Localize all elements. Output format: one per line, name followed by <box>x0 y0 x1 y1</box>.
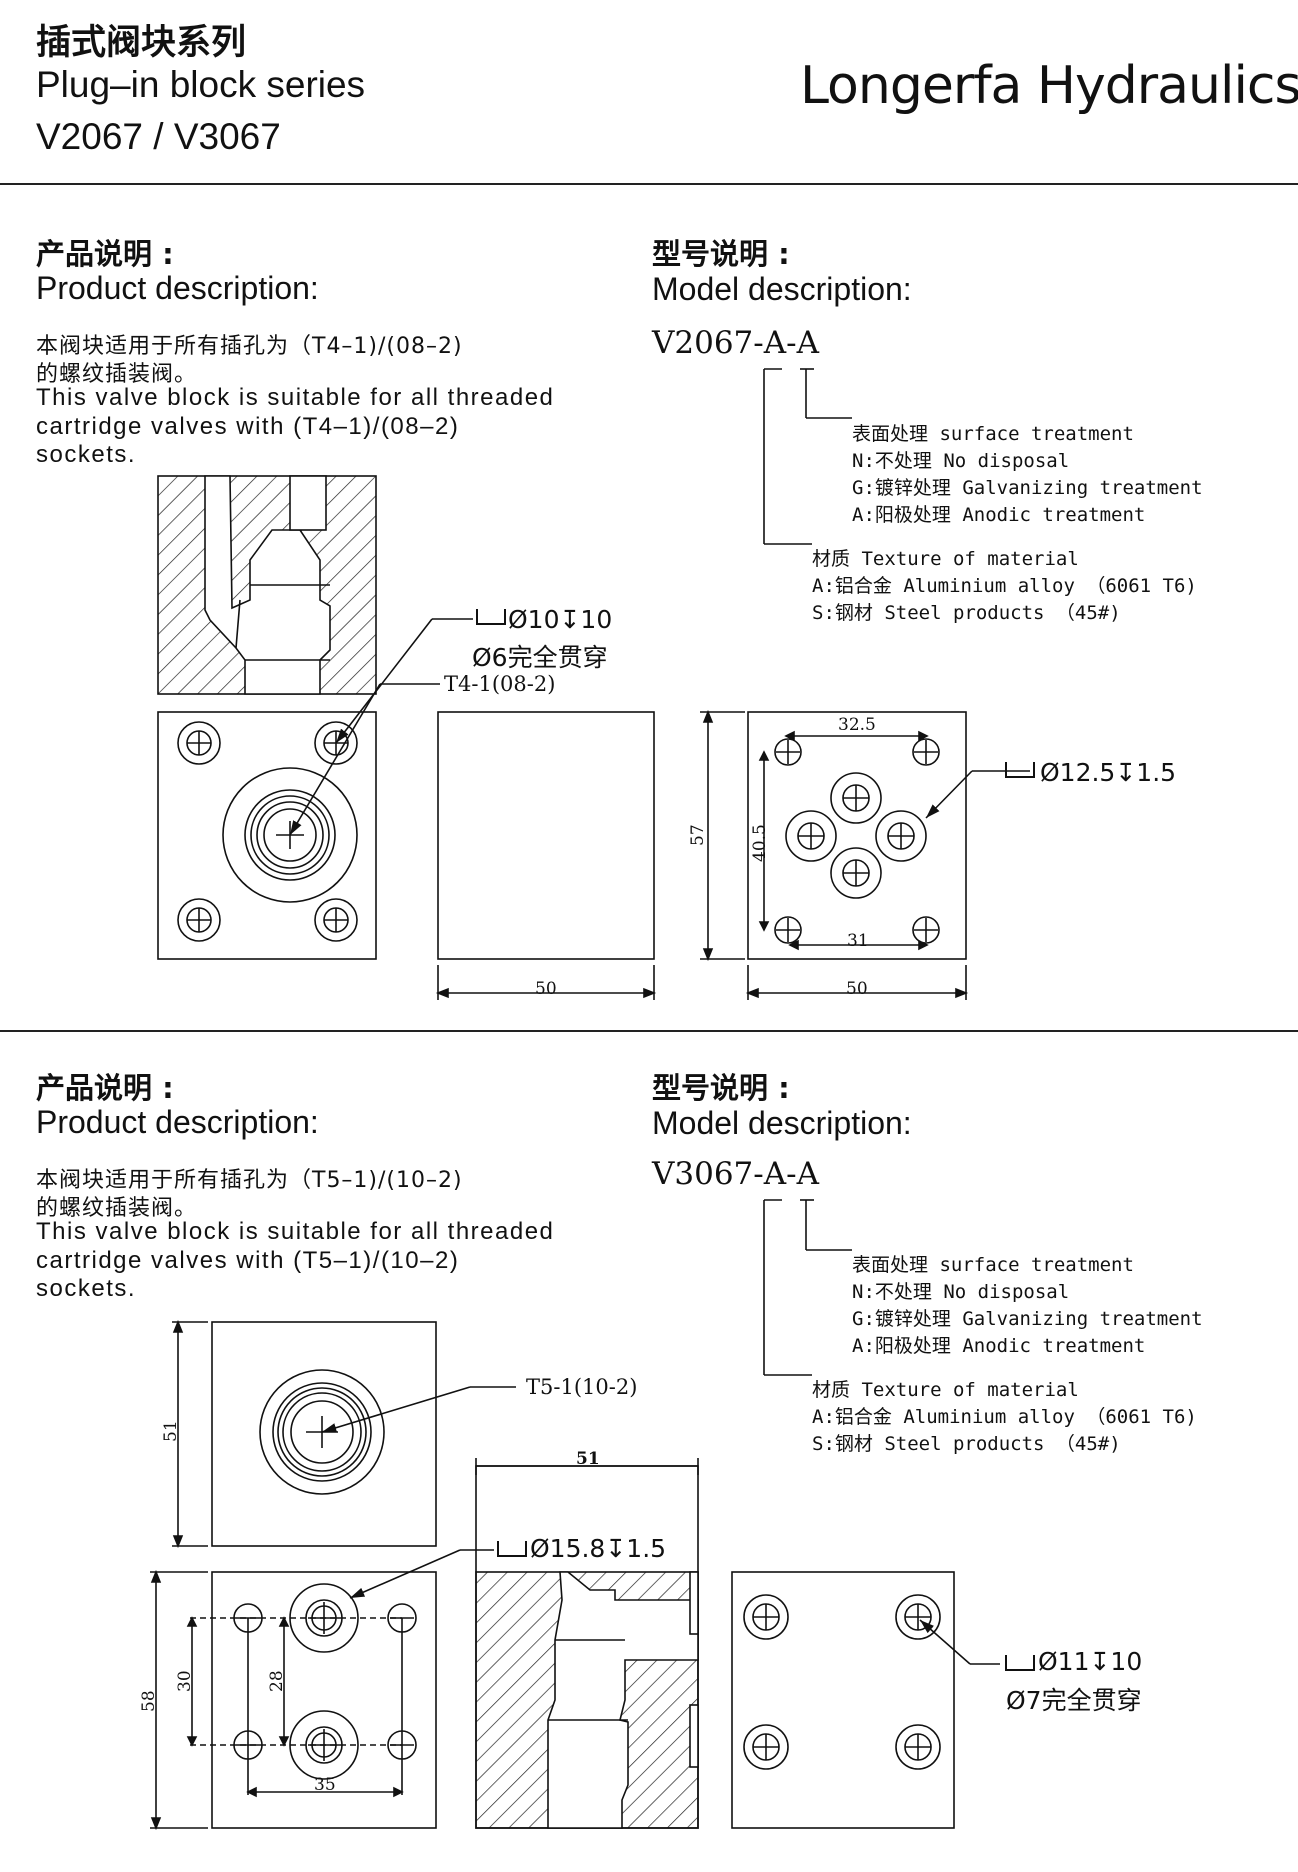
s1-model-heading-en: Model description: <box>652 271 912 307</box>
s2-callout-counterbore: Ø15.8↧1.5 <box>530 1534 667 1563</box>
s2-desc-en-2: cartridge valves with (T5–1)/(10–2) <box>36 1247 460 1274</box>
s1-section-view <box>157 475 377 695</box>
s1-material-title: 材质 Texture of material <box>812 548 1079 570</box>
s2-dim-section-width: 51 <box>576 1449 600 1469</box>
s2-callout-port: T5-1(10-2) <box>526 1375 638 1399</box>
s2-section-view <box>475 1458 699 1829</box>
s2-back-view <box>731 1571 1035 1829</box>
s1-callout-hole: Ø10↧10 <box>508 605 613 634</box>
s1-front-view <box>157 609 506 960</box>
s1-side-view <box>435 711 657 1000</box>
s1-dim-v-spacing: 40.5 <box>750 824 770 862</box>
s2-desc-cn-1: 本阀块适用于所有插孔为（T5–1)/(10–2) <box>36 1168 463 1193</box>
s2-dim-height: 58 <box>139 1690 159 1712</box>
header-title-cn: 插式阀块系列 <box>36 23 247 63</box>
s2-desc-en-3: sockets. <box>36 1275 137 1302</box>
s1-dim-width-back: 50 <box>846 979 868 999</box>
s2-desc-cn-2: 的螺纹插装阀。 <box>36 1196 198 1221</box>
s2-callout-hole: Ø11↧10 <box>1038 1647 1143 1676</box>
s1-material-s: S:钢材 Steel products （45#) <box>812 602 1121 624</box>
s2-surface-g: G:镀锌处理 Galvanizing treatment <box>852 1308 1203 1330</box>
s1-dim-height: 57 <box>688 824 708 846</box>
s2-model-code: V3067-A-A <box>652 1156 820 1192</box>
s2-material-title: 材质 Texture of material <box>812 1379 1079 1401</box>
s1-callout-counterbore: Ø12.5↧1.5 <box>1040 758 1177 787</box>
s2-material-a: A:铝合金 Aluminium alloy （6061 T6) <box>812 1406 1197 1428</box>
s1-material-a: A:铝合金 Aluminium alloy （6061 T6) <box>812 575 1197 597</box>
s2-surface-a: A:阳极处理 Anodic treatment <box>852 1335 1146 1357</box>
s1-back-view <box>700 709 1035 1000</box>
s1-dim-width-side: 50 <box>535 979 557 999</box>
brand-name: Longerfa Hydraulics <box>800 56 1298 116</box>
s2-product-heading-en: Product description: <box>36 1104 319 1140</box>
section-divider <box>0 1030 1298 1032</box>
s1-desc-cn-2: 的螺纹插装阀。 <box>36 362 198 387</box>
s1-surface-title: 表面处理 surface treatment <box>852 423 1134 445</box>
s1-dim-h-spacing-bottom: 31 <box>847 931 869 951</box>
s2-dim-top-height: 51 <box>161 1420 181 1442</box>
header-title-en: Plug–in block series <box>36 64 366 105</box>
header-divider <box>0 183 1298 185</box>
s1-surface-g: G:镀锌处理 Galvanizing treatment <box>852 477 1203 499</box>
s1-callout-port: T4-1(08-2) <box>444 672 556 696</box>
s2-surface-title: 表面处理 surface treatment <box>852 1254 1134 1276</box>
s1-surface-a: A:阳极处理 Anodic treatment <box>852 504 1146 526</box>
s1-product-heading-en: Product description: <box>36 270 319 306</box>
s1-callout-through: Ø6完全贯穿 <box>472 643 608 672</box>
s2-desc-en-1: This valve block is suitable for all thr… <box>36 1218 555 1245</box>
s1-product-heading-cn: 产品说明 : <box>36 237 174 271</box>
s1-model-heading-cn: 型号说明 : <box>652 237 790 271</box>
s1-dim-h-spacing-top: 32.5 <box>838 715 876 735</box>
s2-material-s: S:钢材 Steel products （45#) <box>812 1433 1121 1455</box>
s2-product-heading-cn: 产品说明 : <box>36 1071 174 1105</box>
s1-desc-en-2: cartridge valves with (T4–1)/(08–2) <box>36 413 460 440</box>
s1-desc-cn-1: 本阀块适用于所有插孔为（T4–1)/(08–2) <box>36 334 463 359</box>
s2-model-heading-cn: 型号说明 : <box>652 1071 790 1105</box>
s2-callout-through: Ø7完全贯穿 <box>1006 1686 1142 1715</box>
s1-desc-en-1: This valve block is suitable for all thr… <box>36 384 555 411</box>
s1-model-code: V2067-A-A <box>652 325 820 361</box>
s2-dim-h-spacing: 35 <box>314 1775 336 1795</box>
s2-top-view <box>172 1319 516 1549</box>
s2-dim-v-outer: 30 <box>175 1670 195 1692</box>
s2-front-view <box>150 1541 527 1831</box>
s2-model-heading-en: Model description: <box>652 1105 912 1141</box>
s1-surface-n: N:不处理 No disposal <box>852 450 1070 472</box>
header-models: V2067 / V3067 <box>36 116 281 157</box>
s2-surface-n: N:不处理 No disposal <box>852 1281 1070 1303</box>
s2-dim-v-inner: 28 <box>267 1670 287 1692</box>
s1-desc-en-3: sockets. <box>36 441 137 468</box>
